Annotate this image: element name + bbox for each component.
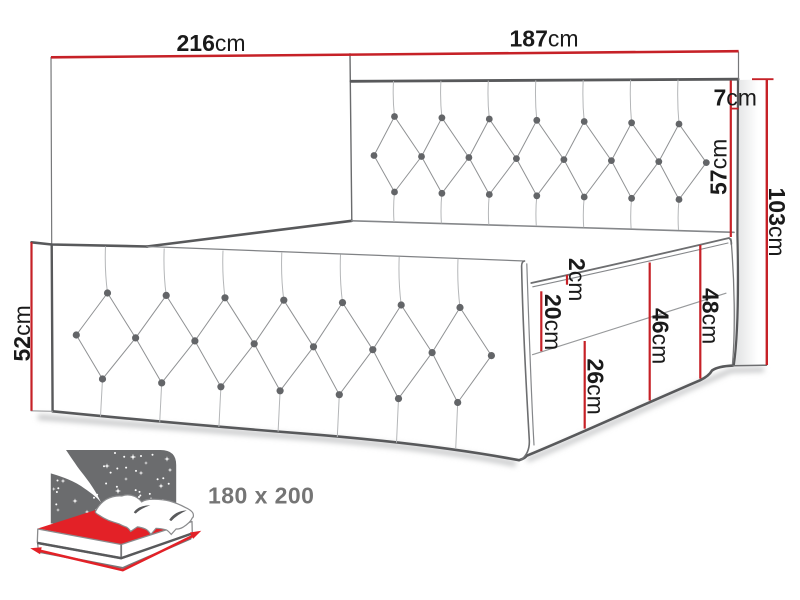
svg-text:216cm: 216cm: [177, 30, 246, 56]
svg-text:7cm: 7cm: [714, 85, 757, 111]
svg-text:187cm: 187cm: [510, 26, 579, 52]
svg-text:20cm: 20cm: [540, 294, 566, 350]
svg-text:46cm: 46cm: [648, 308, 674, 364]
svg-text:103cm: 103cm: [764, 188, 790, 257]
svg-text:48cm: 48cm: [697, 288, 723, 344]
svg-text:26cm: 26cm: [583, 359, 609, 415]
svg-text:2cm: 2cm: [564, 258, 590, 301]
svg-text:180 x 200: 180 x 200: [208, 483, 314, 509]
svg-text:52cm: 52cm: [9, 305, 35, 361]
svg-text:57cm: 57cm: [705, 139, 731, 195]
